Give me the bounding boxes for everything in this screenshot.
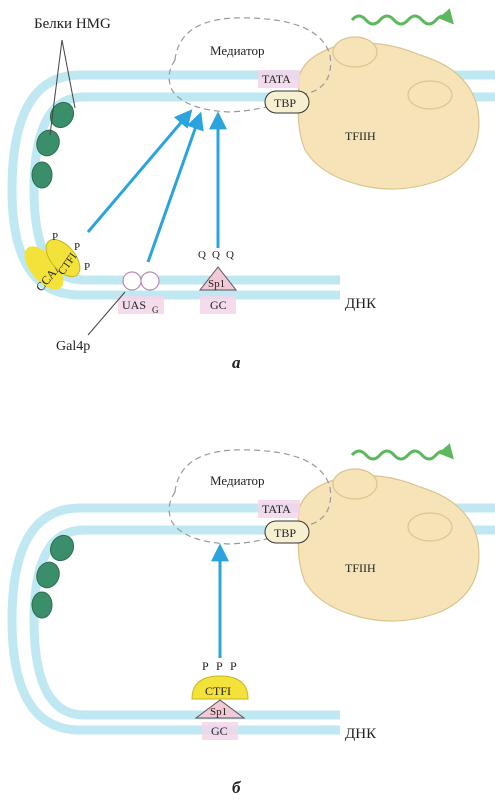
tata-label-b: TATA	[262, 502, 291, 516]
activation-arrows-a	[86, 109, 227, 263]
tbp-label-a: TBP	[274, 96, 296, 110]
p1-b: P	[202, 659, 209, 673]
hmg-proteins-b	[31, 534, 75, 619]
tbp-label-b: TBP	[274, 526, 296, 540]
ctfi-label-b: CTFI	[205, 684, 231, 698]
polymerase-complex-a	[297, 36, 480, 190]
gc-box-a	[200, 296, 236, 314]
dna-label-a: ДНК	[345, 296, 377, 312]
hmg-pointer-lines-a	[49, 39, 76, 136]
uas-subscript-a: G	[152, 305, 159, 315]
hmg-proteins-a	[31, 101, 75, 189]
panel-b: Медиатор TATA TBP TFIIH GC Sp1 CTFI P P …	[7, 443, 495, 797]
q1-a: Q	[198, 249, 206, 261]
panel-b-letter: б	[232, 778, 242, 797]
gal4p-protein-a	[122, 271, 160, 291]
dna-label-b: ДНК	[345, 726, 377, 742]
tfiih-label-a: TFIIH	[345, 129, 376, 143]
ctfi-a	[45, 238, 81, 278]
p2-a: P	[74, 241, 80, 253]
tata-box-b	[258, 500, 300, 518]
tata-box-a	[258, 70, 300, 88]
p3-a: P	[84, 261, 90, 273]
sp1-b	[194, 699, 246, 719]
tata-label-a: TATA	[262, 72, 291, 86]
p1-a: P	[52, 231, 58, 243]
tfiih-label-b: TFIIH	[345, 561, 376, 575]
tbp-b	[264, 520, 310, 544]
ccaat-box-a	[24, 246, 64, 290]
mediator-outline-a	[168, 17, 332, 113]
gc-label-b: GC	[211, 724, 228, 738]
panel-a-letter: а	[232, 353, 241, 372]
polymerase-complex-b	[297, 468, 480, 622]
hmg-label-a: Белки HMG	[34, 16, 111, 32]
uas-label-a: UAS	[122, 298, 146, 312]
tbp-a	[264, 90, 310, 114]
ctfi-b	[191, 675, 249, 700]
panel-a: Медиатор TATA TBP TFIIH Белки HMG CCAAT …	[7, 8, 495, 372]
q3-a: Q	[226, 249, 234, 261]
mediator-label-a: Медиатор	[210, 43, 265, 58]
mediator-outline-b	[168, 449, 332, 545]
sp1-a	[198, 266, 238, 291]
gal4p-label-a: Gal4p	[56, 339, 90, 354]
p2-b: P	[216, 659, 223, 673]
sp1-label-a: Sp1	[208, 278, 225, 290]
mediator-label-b: Медиатор	[210, 473, 265, 488]
gal4p-pointer-a	[87, 291, 126, 336]
q2-a: Q	[212, 249, 220, 261]
uas-box-a	[118, 296, 164, 314]
transcription-wave-a	[350, 8, 454, 26]
gc-label-a: GC	[210, 298, 227, 312]
gc-box-b	[202, 722, 238, 740]
p3-b: P	[230, 659, 237, 673]
transcription-wave-b	[350, 443, 454, 461]
sp1-label-b: Sp1	[210, 706, 227, 718]
